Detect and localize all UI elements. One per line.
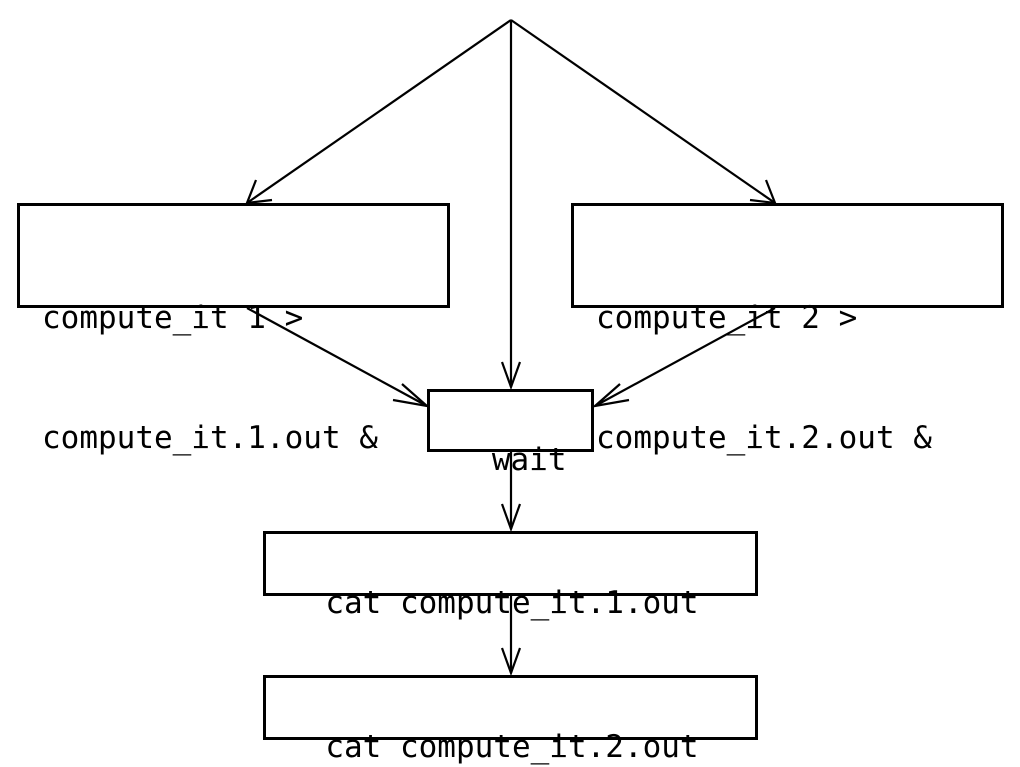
node-cat-output-1: cat compute_it.1.out [263, 531, 758, 621]
node-cat-output-2-label: cat compute_it.2.out [325, 729, 699, 765]
node-wait: wait [427, 389, 594, 478]
node-cat-output-1-label: cat compute_it.1.out [325, 585, 699, 621]
edge-cat1-to-cat2 [500, 596, 522, 677]
node-compute-job-2-line-2: compute_it.2.out & [596, 420, 932, 456]
node-cat-output-2: cat compute_it.2.out [263, 675, 758, 765]
edge-start-to-job2 [510, 19, 777, 205]
node-compute-job-2-line-1: compute_it 2 > [596, 300, 858, 336]
edge-start-to-job1 [245, 19, 512, 205]
node-compute-job-2: compute_it 2 > compute_it.2.out & [571, 203, 1004, 456]
node-compute-job-1-line-2: compute_it.1.out & [42, 420, 378, 456]
node-compute-job-1-line-1: compute_it 1 > [42, 300, 304, 336]
node-wait-label: wait [491, 442, 567, 478]
edge-job2-to-wait [591, 307, 776, 408]
node-compute-job-1: compute_it 1 > compute_it.1.out & [17, 203, 450, 456]
edge-start-to-wait [500, 20, 522, 391]
edge-wait-to-cat1 [500, 452, 522, 533]
